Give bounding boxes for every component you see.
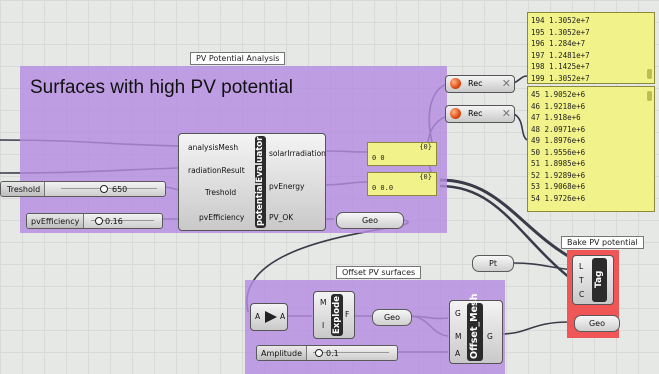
efficiency-slider-knob[interactable] [95, 217, 103, 225]
evaluator-name-strip: potentialEvaluator [255, 136, 266, 228]
list-item: 45 1.9052e+6 [531, 90, 586, 99]
threshold-slider-value: 650 [112, 184, 128, 194]
irradiation-panel[interactable]: {0} 0 0 [367, 142, 437, 166]
offset-input-a[interactable]: A [455, 349, 461, 358]
threshold-slider-label: Treshold [1, 182, 46, 196]
explode-input-m[interactable]: M [320, 298, 327, 307]
list-item: 53 1.9068e+6 [531, 182, 586, 191]
offset-input-m[interactable]: M [455, 332, 462, 341]
output-solar-irradiation[interactable]: solarIrradiation [269, 149, 326, 158]
irradiation-panel-value: 0 0 [372, 154, 385, 162]
list-item: 194 1.3052e+7 [531, 16, 590, 25]
clear-record-icon[interactable]: ✕ [501, 107, 511, 120]
list-item: 199 1.3052e+7 [531, 73, 590, 83]
amplitude-slider-value: 0.1 [326, 348, 339, 358]
record-label: Rec [468, 79, 483, 88]
dispatch-arrow-icon [265, 311, 277, 323]
record-list-bottom-scrollbar[interactable] [647, 91, 652, 101]
threshold-slider[interactable]: Treshold 650 [0, 181, 166, 197]
record-list-top: 194 1.3052e+7 195 1.3052e+7 196 1.284e+7 19… [528, 15, 590, 84]
record-list-top-scrollbar[interactable] [647, 69, 652, 79]
group-label-offset: Offset PV surfaces [336, 266, 422, 279]
group-label-bake: Bake PV potential [561, 236, 644, 249]
record-component-1[interactable]: Rec ✕ [445, 75, 515, 93]
list-item: 46 1.9218e+6 [531, 101, 586, 111]
geo-param-offset[interactable]: Geo [372, 309, 412, 326]
record-dot-icon [450, 108, 461, 119]
wire-rec2-out [513, 113, 528, 141]
list-item: 50 1.9556e+6 [531, 147, 586, 157]
tag-name-strip: Tag [592, 258, 607, 302]
evaluator-name: potentialEvaluator [255, 136, 265, 226]
energy-panel-header: {0} [419, 173, 432, 181]
efficiency-slider-label: pvEfficiency [27, 214, 85, 228]
output-pv-ok[interactable]: PV_OK [269, 213, 294, 222]
wire-offset-geo [499, 321, 571, 335]
output-pv-energy[interactable]: pvEnergy [269, 182, 305, 191]
explode-component[interactable]: M I Explode F [313, 291, 355, 339]
input-threshold[interactable]: Treshold [205, 188, 237, 197]
energy-panel-value: 0 0.0 [372, 184, 394, 192]
amplitude-slider-label: Amplitude [257, 346, 307, 360]
list-item: 195 1.3052e+7 [531, 27, 590, 37]
record-label: Rec [468, 109, 483, 118]
tag-name: Tag [594, 270, 604, 289]
wire-pt-tag [513, 262, 576, 271]
list-item: 198 1.1425e+7 [531, 62, 590, 71]
offset-mesh-name: Offset_Mesh [469, 293, 480, 359]
efficiency-slider[interactable]: pvEfficiency 0.16 [26, 213, 163, 229]
group-heading: Surfaces with high PV potential [30, 77, 293, 98]
offset-output-g[interactable]: G [487, 332, 493, 341]
efficiency-slider-value: 0.16 [105, 216, 123, 226]
explode-name-strip: Explode [331, 294, 343, 336]
threshold-slider-knob[interactable] [100, 185, 108, 193]
list-item: 52 1.9289e+6 [531, 170, 586, 180]
dispatch-component[interactable]: A A [250, 303, 288, 331]
offset-mesh-name-strip: Offset_Mesh [467, 294, 483, 361]
list-item: 54 1.9726e+6 [531, 193, 586, 203]
tag-input-l[interactable]: L [579, 262, 584, 271]
geo-param-bake[interactable]: Geo [574, 315, 620, 332]
list-item: 47 1.918e+6 [531, 113, 581, 122]
record-list-bottom: 45 1.9052e+6 46 1.9218e+6 47 1.918e+6 48 2.… [528, 89, 585, 204]
input-analysis-mesh[interactable]: analysisMesh [188, 143, 239, 152]
clear-record-icon[interactable]: ✕ [501, 77, 511, 90]
pt-param[interactable]: Pt [472, 255, 514, 272]
explode-name: Explode [332, 296, 342, 334]
irradiation-panel-header: {0} [419, 143, 432, 151]
list-item: 51 1.8985e+6 [531, 159, 586, 168]
list-item: 196 1.284e+7 [531, 39, 586, 48]
list-item: 48 2.0971e+6 [531, 124, 586, 134]
tag-input-t[interactable]: T [579, 276, 584, 285]
dispatch-output-a[interactable]: A [280, 312, 286, 321]
record-list-panel-top[interactable]: 194 1.3052e+7 195 1.3052e+7 196 1.284e+7 19… [527, 12, 655, 84]
explode-output-f[interactable]: F [345, 310, 350, 319]
tag-input-c[interactable]: C [579, 290, 585, 299]
amplitude-slider[interactable]: Amplitude 0.1 [256, 345, 398, 361]
offset-mesh-component[interactable]: G M A Offset_Mesh G [449, 294, 503, 364]
offset-input-g[interactable]: G [455, 309, 461, 318]
group-label-pv-analysis: PV Potential Analysis [190, 52, 286, 65]
dispatch-input-a[interactable]: A [255, 312, 261, 321]
amplitude-slider-knob[interactable] [315, 349, 323, 357]
record-component-2[interactable]: Rec ✕ [445, 105, 515, 123]
energy-panel[interactable]: {0} 0 0.0 [367, 172, 437, 196]
tag-component[interactable]: L T C Tag [572, 255, 614, 305]
wire-rec1-out [513, 75, 528, 84]
list-item: 49 1.8976e+6 [531, 136, 586, 145]
potential-evaluator-component[interactable]: analysisMesh radiationResult Treshold pv… [178, 133, 326, 231]
record-list-panel-bottom[interactable]: 45 1.9052e+6 46 1.9218e+6 47 1.918e+6 48 2.… [527, 86, 655, 212]
explode-input-i[interactable]: I [322, 321, 325, 330]
input-radiation-result[interactable]: radiationResult [188, 166, 245, 175]
input-pv-efficiency[interactable]: pvEfficiency [199, 213, 245, 222]
record-dot-icon [450, 78, 461, 89]
list-item: 197 1.2481e+7 [531, 50, 590, 60]
geo-param-pvok[interactable]: Geo [336, 212, 404, 229]
